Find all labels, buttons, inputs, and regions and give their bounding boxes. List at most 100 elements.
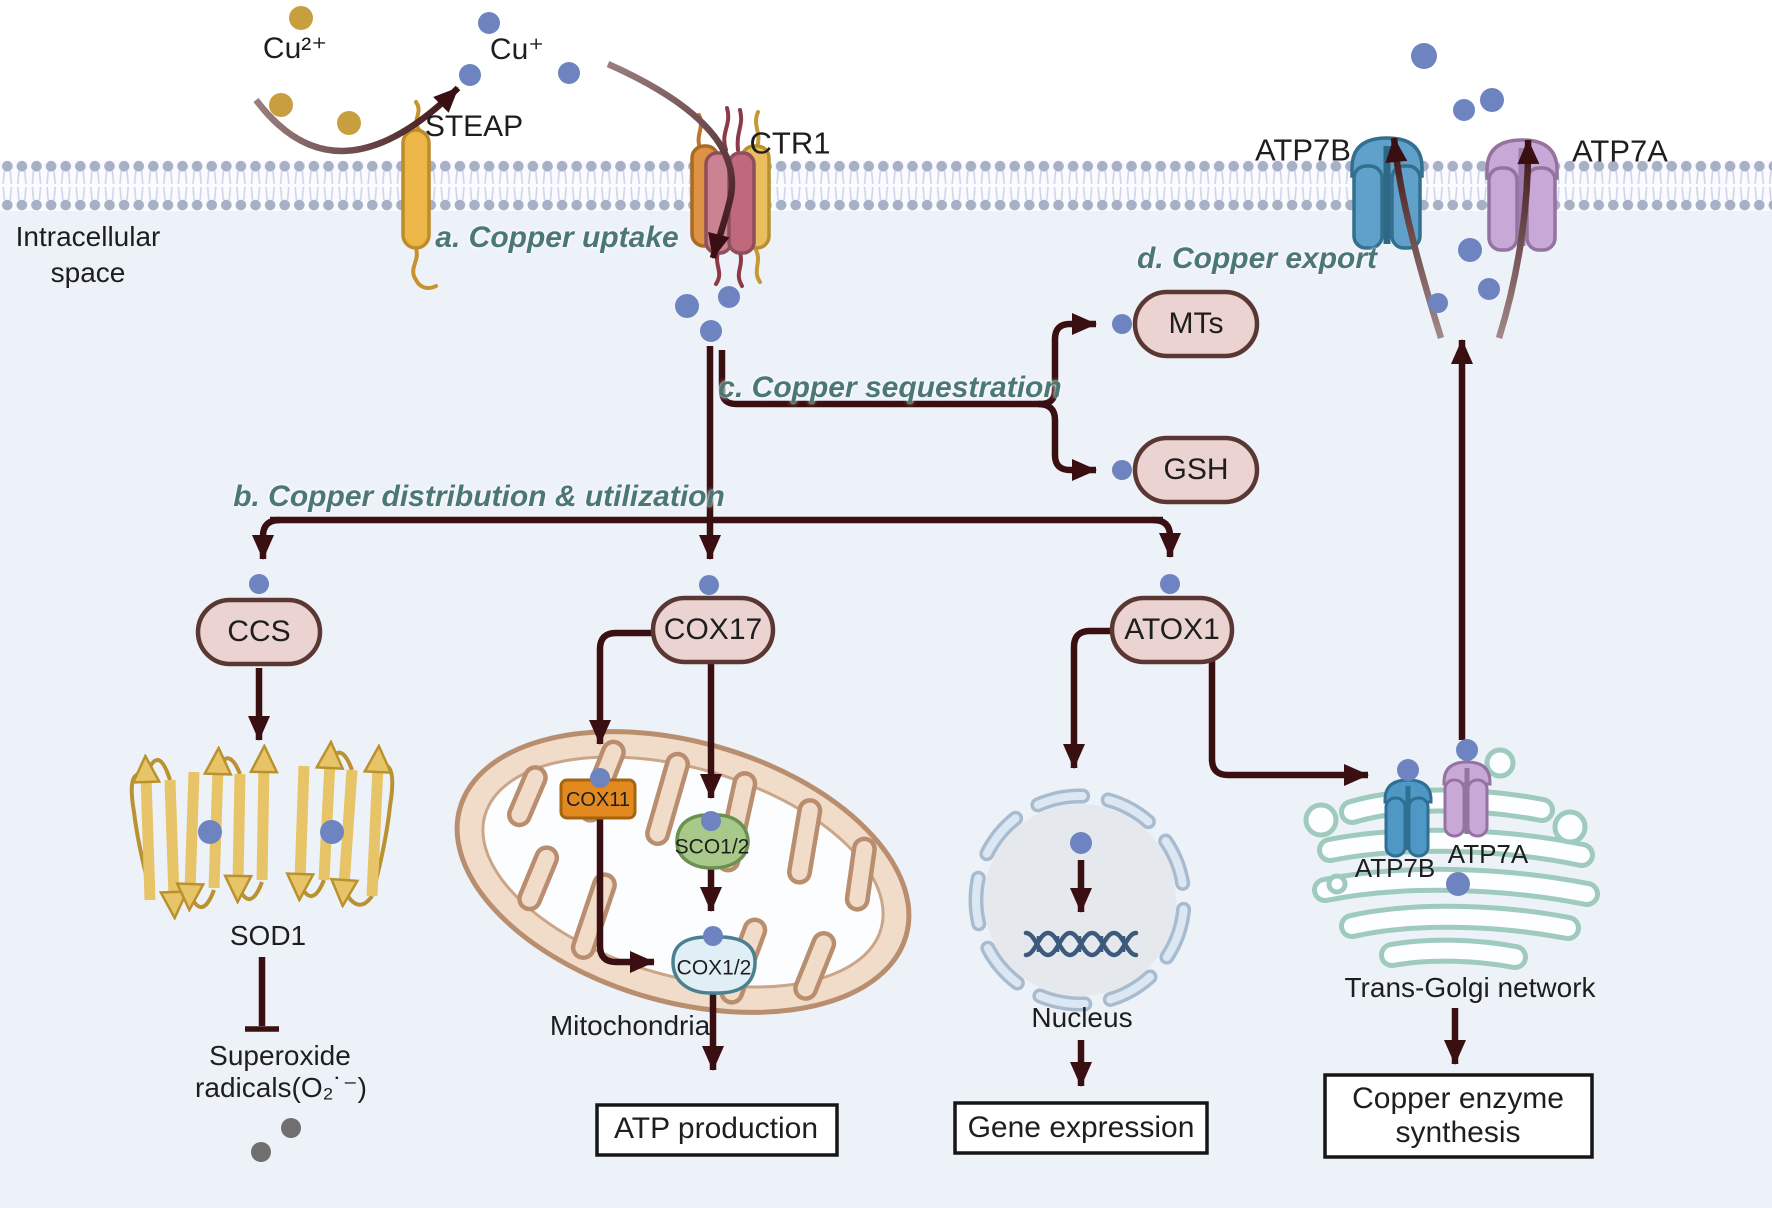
cu-ion bbox=[1480, 88, 1504, 112]
mts-label: MTs bbox=[1168, 307, 1224, 340]
radical-dot bbox=[251, 1142, 271, 1162]
cu-ion bbox=[1070, 832, 1092, 854]
cu-ion bbox=[1428, 293, 1448, 313]
atp-production-box bbox=[595, 1103, 839, 1157]
cu2-ion bbox=[289, 6, 313, 30]
cox17-pill bbox=[650, 595, 776, 665]
step-c-label: c. Copper sequestration bbox=[718, 371, 1062, 404]
copper-enzyme-label-line1: Copper enzyme bbox=[1352, 1082, 1564, 1115]
cu-ion bbox=[249, 574, 269, 594]
ctr1-protein-icon bbox=[690, 106, 771, 288]
intracellular-label-line1: Intracellular bbox=[15, 221, 161, 252]
atox1-label: ATOX1 bbox=[1124, 613, 1220, 646]
arrow-to-gsh bbox=[1037, 400, 1097, 481]
gene-expression-label: Gene expression bbox=[967, 1111, 1195, 1144]
cu-ion bbox=[558, 62, 580, 84]
vesicle-icon bbox=[1326, 873, 1348, 895]
atp7a-golgi-label: ATP7A bbox=[1447, 839, 1529, 869]
cu-ion bbox=[703, 926, 723, 946]
cu-ion bbox=[1478, 278, 1500, 300]
arrow-cox17-cox11 bbox=[589, 629, 653, 745]
sco12-label: SCO1/2 bbox=[674, 835, 750, 859]
cu-ion bbox=[1446, 872, 1470, 896]
cox11-label: COX11 bbox=[565, 789, 631, 811]
cu-ion bbox=[320, 820, 344, 844]
arrow-atp7b-export bbox=[1385, 137, 1445, 339]
arrow-atox1-golgi bbox=[1208, 661, 1369, 786]
cu-ion bbox=[699, 575, 719, 595]
cu-ion bbox=[718, 286, 740, 308]
radical-dots bbox=[251, 1118, 301, 1162]
step-b-label: b. Copper distribution & utilization bbox=[233, 480, 725, 513]
arrow-ctr1-uptake bbox=[606, 61, 736, 259]
vesicle-icon bbox=[1303, 802, 1339, 838]
sod1-protein-icon bbox=[129, 753, 395, 907]
cu-ion bbox=[198, 820, 222, 844]
mitochondria-label: Mitochondria bbox=[549, 1010, 711, 1041]
cu-ion bbox=[700, 320, 722, 342]
ccs-pill bbox=[195, 597, 323, 667]
cu-ion bbox=[459, 64, 481, 86]
cu-ion bbox=[1160, 574, 1180, 594]
cu-ion bbox=[1397, 759, 1419, 781]
cupric-ion-dots bbox=[269, 6, 361, 135]
atp7b-membrane-label: ATP7B bbox=[1255, 132, 1351, 168]
vesicle-icon bbox=[1552, 809, 1588, 845]
intracellular-space bbox=[0, 186, 1772, 1208]
atp-production-label: ATP production bbox=[613, 1112, 819, 1145]
flow-arrows bbox=[245, 61, 1540, 1087]
copper-ion-dots bbox=[198, 12, 1504, 946]
cu-ion bbox=[701, 811, 721, 831]
atox1-pill bbox=[1109, 595, 1235, 665]
cu-ion bbox=[675, 294, 699, 318]
copper-enzyme-label-line2: synthesis bbox=[1395, 1116, 1521, 1149]
steap-protein-icon bbox=[401, 100, 438, 290]
superoxide-label-line2: radicals(O₂˙⁻) bbox=[195, 1072, 367, 1103]
arrow-atp7a-export bbox=[1495, 139, 1540, 339]
cu-ion bbox=[1411, 43, 1437, 69]
cu-ion bbox=[1112, 314, 1132, 334]
gsh-pill bbox=[1132, 435, 1260, 505]
cu-ion bbox=[1458, 238, 1482, 262]
extracellular-space bbox=[0, 0, 1772, 186]
cu2-ion bbox=[269, 93, 293, 117]
atp7a-membrane-label: ATP7A bbox=[1572, 133, 1668, 169]
ctr1-label: CTR1 bbox=[749, 125, 831, 161]
gene-expression-box bbox=[953, 1101, 1209, 1155]
sod1-label: SOD1 bbox=[229, 920, 307, 951]
intracellular-label-line2: space bbox=[50, 257, 126, 288]
cu-ion bbox=[1456, 739, 1478, 761]
arrow-to-atox1 bbox=[1152, 516, 1181, 558]
plasma-membrane-icon bbox=[0, 160, 1772, 211]
gsh-label: GSH bbox=[1163, 453, 1229, 486]
mts-pill bbox=[1132, 289, 1260, 359]
arrow-steap-uptake bbox=[253, 85, 461, 155]
cu-ion bbox=[1453, 99, 1475, 121]
atp7a-golgi-protein-icon bbox=[1442, 760, 1492, 838]
cu2-ion bbox=[337, 111, 361, 135]
cox17-label: COX17 bbox=[663, 613, 763, 646]
tgn-label: Trans-Golgi network bbox=[1344, 972, 1596, 1003]
radical-dot bbox=[281, 1118, 301, 1138]
arrow-atox1-nucleus bbox=[1063, 627, 1112, 769]
cu-ion bbox=[1112, 460, 1132, 480]
arrow-cox11-cox12 bbox=[596, 818, 655, 973]
cu1-label: Cu⁺ bbox=[489, 33, 545, 66]
steap-label: STEAP bbox=[424, 110, 524, 143]
copper-enzyme-box bbox=[1323, 1073, 1594, 1159]
cu2-label: Cu²⁺ bbox=[262, 32, 328, 65]
arrow-to-ccs bbox=[252, 516, 281, 560]
atp7b-golgi-label: ATP7B bbox=[1354, 853, 1436, 883]
cu-ion bbox=[590, 768, 610, 788]
atp7b-golgi-protein-icon bbox=[1383, 778, 1433, 858]
superoxide-label-line1: Superoxide bbox=[209, 1040, 351, 1071]
golgi-icon bbox=[1303, 747, 1600, 970]
cu-ion bbox=[478, 12, 500, 34]
nucleus-label: Nucleus bbox=[1031, 1002, 1133, 1033]
arrow-to-mts bbox=[718, 313, 1097, 408]
dna-icon bbox=[1023, 930, 1139, 958]
vesicle-icon bbox=[1484, 747, 1516, 779]
step-d-label: d. Copper export bbox=[1136, 242, 1378, 275]
